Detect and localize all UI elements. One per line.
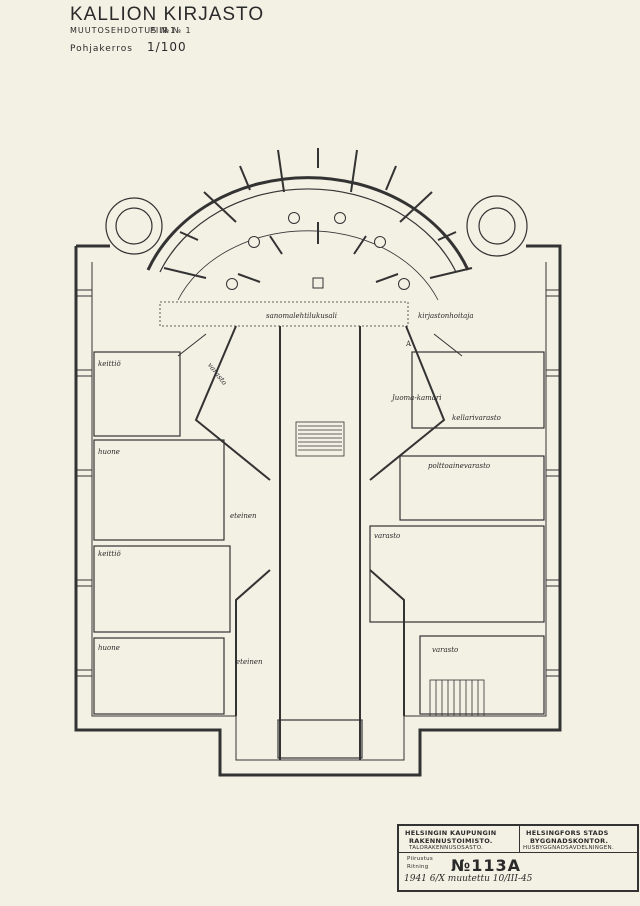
label-entry-room: Juoma-kamari [392, 394, 442, 402]
stamp-right-line3: HUSBYGGNADSAVDELNINGEN. [523, 845, 615, 851]
reading-room-band [159, 301, 409, 327]
stamp-left-line2: RAKENNUSTOIMISTO. [409, 837, 493, 845]
outer-wall [74, 244, 562, 777]
drawing-number: №113A [451, 856, 522, 875]
title-stamp: HELSINGIN KAUPUNGIN RAKENNUSTOIMISTO. TA… [397, 824, 639, 892]
label-wc-bottom: eteinen [236, 658, 263, 666]
room-storage-right [369, 525, 545, 623]
rotunda-hall-floor [177, 230, 439, 301]
scale-label: 1/100 [147, 40, 187, 54]
revision-label: MUUTOSEHDOTUS №1 [70, 26, 177, 35]
stamp-label-fi: Piirustus [407, 856, 434, 862]
stamp-right-line1: HELSINGFORS STADS [526, 829, 609, 837]
stamp-right-line2: BYGGNADSKONTOR. [530, 837, 609, 845]
label-reading-hall: sanomalehtilukusali [266, 312, 337, 320]
entrance-porch [277, 719, 363, 759]
label-marker: A [406, 340, 412, 348]
stamp-left-line3: TALORAKENNUSOSASTO. [409, 845, 484, 851]
label-fuel-storage: polttoainevarasto [428, 462, 491, 470]
room-storage-bottom-right [419, 635, 545, 715]
left-stair-tower [105, 197, 163, 255]
room-top-left [93, 439, 225, 541]
label-kitchen-top: keittiö [98, 360, 121, 368]
room-bottom-left [93, 637, 225, 715]
window-marks [76, 289, 560, 677]
room-fuel [399, 455, 545, 521]
columns [226, 212, 410, 290]
label-kitchen-bottom: keittiö [98, 550, 121, 558]
label-room-bottom: huone [98, 644, 120, 652]
bottom-right-stairs [429, 679, 485, 717]
sheet-number: PIIR № 1 [150, 26, 192, 35]
label-cellar-storage: kellarivarasto [452, 414, 501, 422]
stamp-label-sv: Ritning [407, 864, 429, 870]
central-stairs [295, 421, 345, 457]
room-kitchen-top [93, 351, 181, 437]
floor-and-scale: Pohjakerros 1/100 [70, 40, 187, 54]
label-librarian: kirjastonhoitaja [418, 312, 474, 320]
room-cellar [411, 351, 545, 429]
label-room-top: huone [98, 448, 120, 456]
right-stair-tower [466, 195, 528, 257]
floor-label: Pohjakerros [70, 44, 134, 54]
rotunda-inner-wall [159, 188, 457, 273]
drawing-title: KALLION KIRJASTO [70, 4, 265, 25]
radial-shelves [163, 148, 473, 283]
room-kitchen-bottom [93, 545, 231, 633]
label-storage-bottom-right: varasto [432, 646, 459, 654]
stamp-date: 1941 6/X muutettu 10/III-45 [404, 874, 533, 884]
central-corridor-walls [279, 326, 361, 760]
rotunda-outer-wall [146, 176, 470, 271]
label-storage-right: varasto [374, 532, 401, 540]
label-wc-top: eteinen [230, 512, 257, 520]
stamp-left-line1: HELSINGIN KAUPUNGIN [405, 829, 497, 837]
